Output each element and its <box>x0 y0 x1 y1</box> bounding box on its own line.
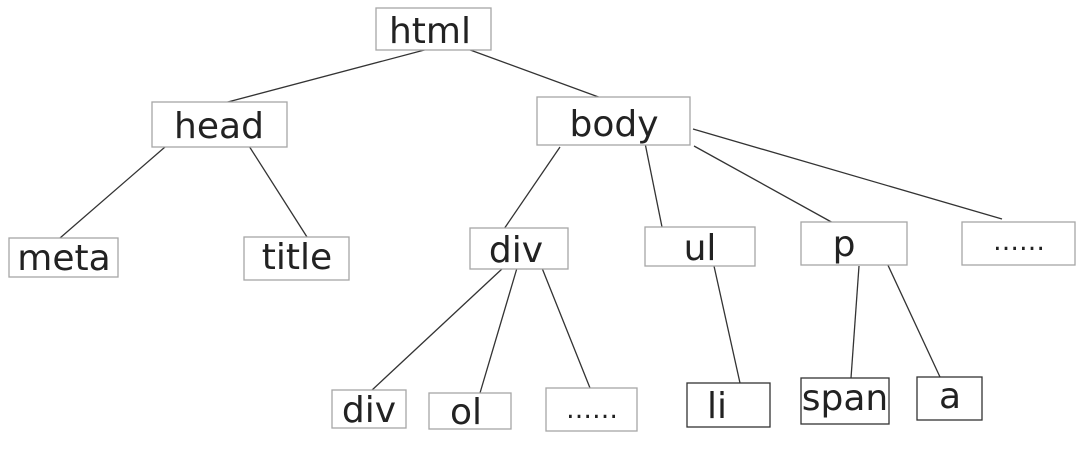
node-box-div1 <box>469 227 569 270</box>
node-label-meta: meta <box>17 238 110 279</box>
node-span: span <box>800 377 890 425</box>
node-label-li: li <box>707 386 727 427</box>
node-box-ul <box>644 226 756 267</box>
node-box-a <box>916 376 983 421</box>
node-label-head: head <box>174 106 264 147</box>
node-label-p: p <box>833 224 856 265</box>
edge-html-head <box>223 47 433 104</box>
edge-body-p <box>693 145 836 225</box>
node-label-span: span <box>802 378 888 419</box>
node-label-ol: ol <box>450 392 482 433</box>
edge-ul-li <box>713 265 741 384</box>
node-more_body: …… <box>961 221 1076 266</box>
node-meta: meta <box>8 237 119 279</box>
edge-p-span <box>850 265 860 379</box>
nodes-layer: html head body meta title div ul p …… div ol …… li sp… <box>8 7 1076 433</box>
node-box-span <box>800 377 890 425</box>
node-box-li <box>686 382 771 428</box>
edge-body-ul <box>644 142 663 228</box>
node-a: a <box>916 376 983 421</box>
node-ul: ul <box>644 226 756 269</box>
node-html: html <box>375 7 492 52</box>
node-more_div: …… <box>545 387 638 432</box>
node-label-div2: div <box>342 390 396 431</box>
node-box-title <box>243 236 350 281</box>
node-label-title: title <box>262 237 332 278</box>
node-label-body: body <box>569 104 658 145</box>
node-label-ul: ul <box>684 228 717 269</box>
edge-div1-more_div <box>541 267 591 389</box>
node-p: p <box>800 221 908 266</box>
node-box-div2 <box>331 389 407 429</box>
node-li: li <box>686 382 771 428</box>
node-box-body <box>536 96 691 146</box>
node-label-div1: div <box>489 230 543 271</box>
node-title: title <box>243 236 350 281</box>
node-box-html <box>375 7 492 51</box>
edges-layer <box>59 46 1003 394</box>
node-box-p <box>800 221 908 266</box>
node-box-meta <box>8 237 119 278</box>
edge-body-more_body <box>692 128 1003 220</box>
edge-head-title <box>248 145 308 238</box>
edge-head-meta <box>59 146 166 239</box>
node-box-ol <box>428 392 512 430</box>
node-label-html: html <box>389 11 471 52</box>
node-div1: div <box>469 227 569 271</box>
edge-div1-ol <box>479 267 518 394</box>
node-ol: ol <box>428 392 512 433</box>
node-label-more_div: …… <box>566 395 618 425</box>
node-body: body <box>536 96 691 146</box>
edge-p-a <box>885 260 941 378</box>
node-box-head <box>151 101 288 148</box>
node-box-more_div <box>545 387 638 432</box>
node-label-a: a <box>939 376 961 417</box>
node-div2: div <box>331 389 407 431</box>
node-box-more_body <box>961 221 1076 266</box>
edge-body-div1 <box>503 146 561 230</box>
edge-html-body <box>461 46 605 100</box>
node-head: head <box>151 101 288 148</box>
edge-div1-div2 <box>370 267 504 392</box>
node-label-more_body: …… <box>993 227 1045 257</box>
